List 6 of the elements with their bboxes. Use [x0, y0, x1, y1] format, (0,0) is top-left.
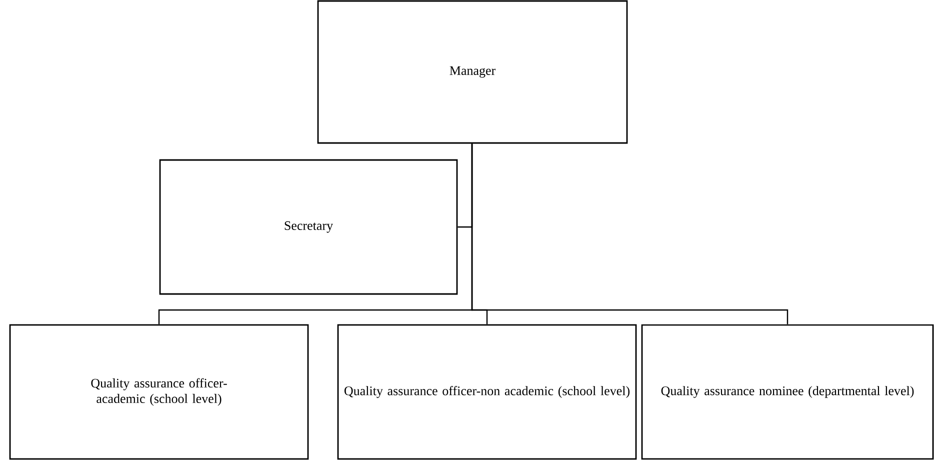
org-box: Quality assurance officer-academic (school level) [9, 324, 309, 460]
org-box: Secretary [159, 159, 458, 295]
org-box: Quality assurance nominee (departmental level) [641, 324, 934, 460]
org-box: Quality assurance officer-non academic (school level) [337, 324, 637, 460]
connector-line [471, 144, 788, 324]
org-box: Manager [317, 0, 628, 144]
